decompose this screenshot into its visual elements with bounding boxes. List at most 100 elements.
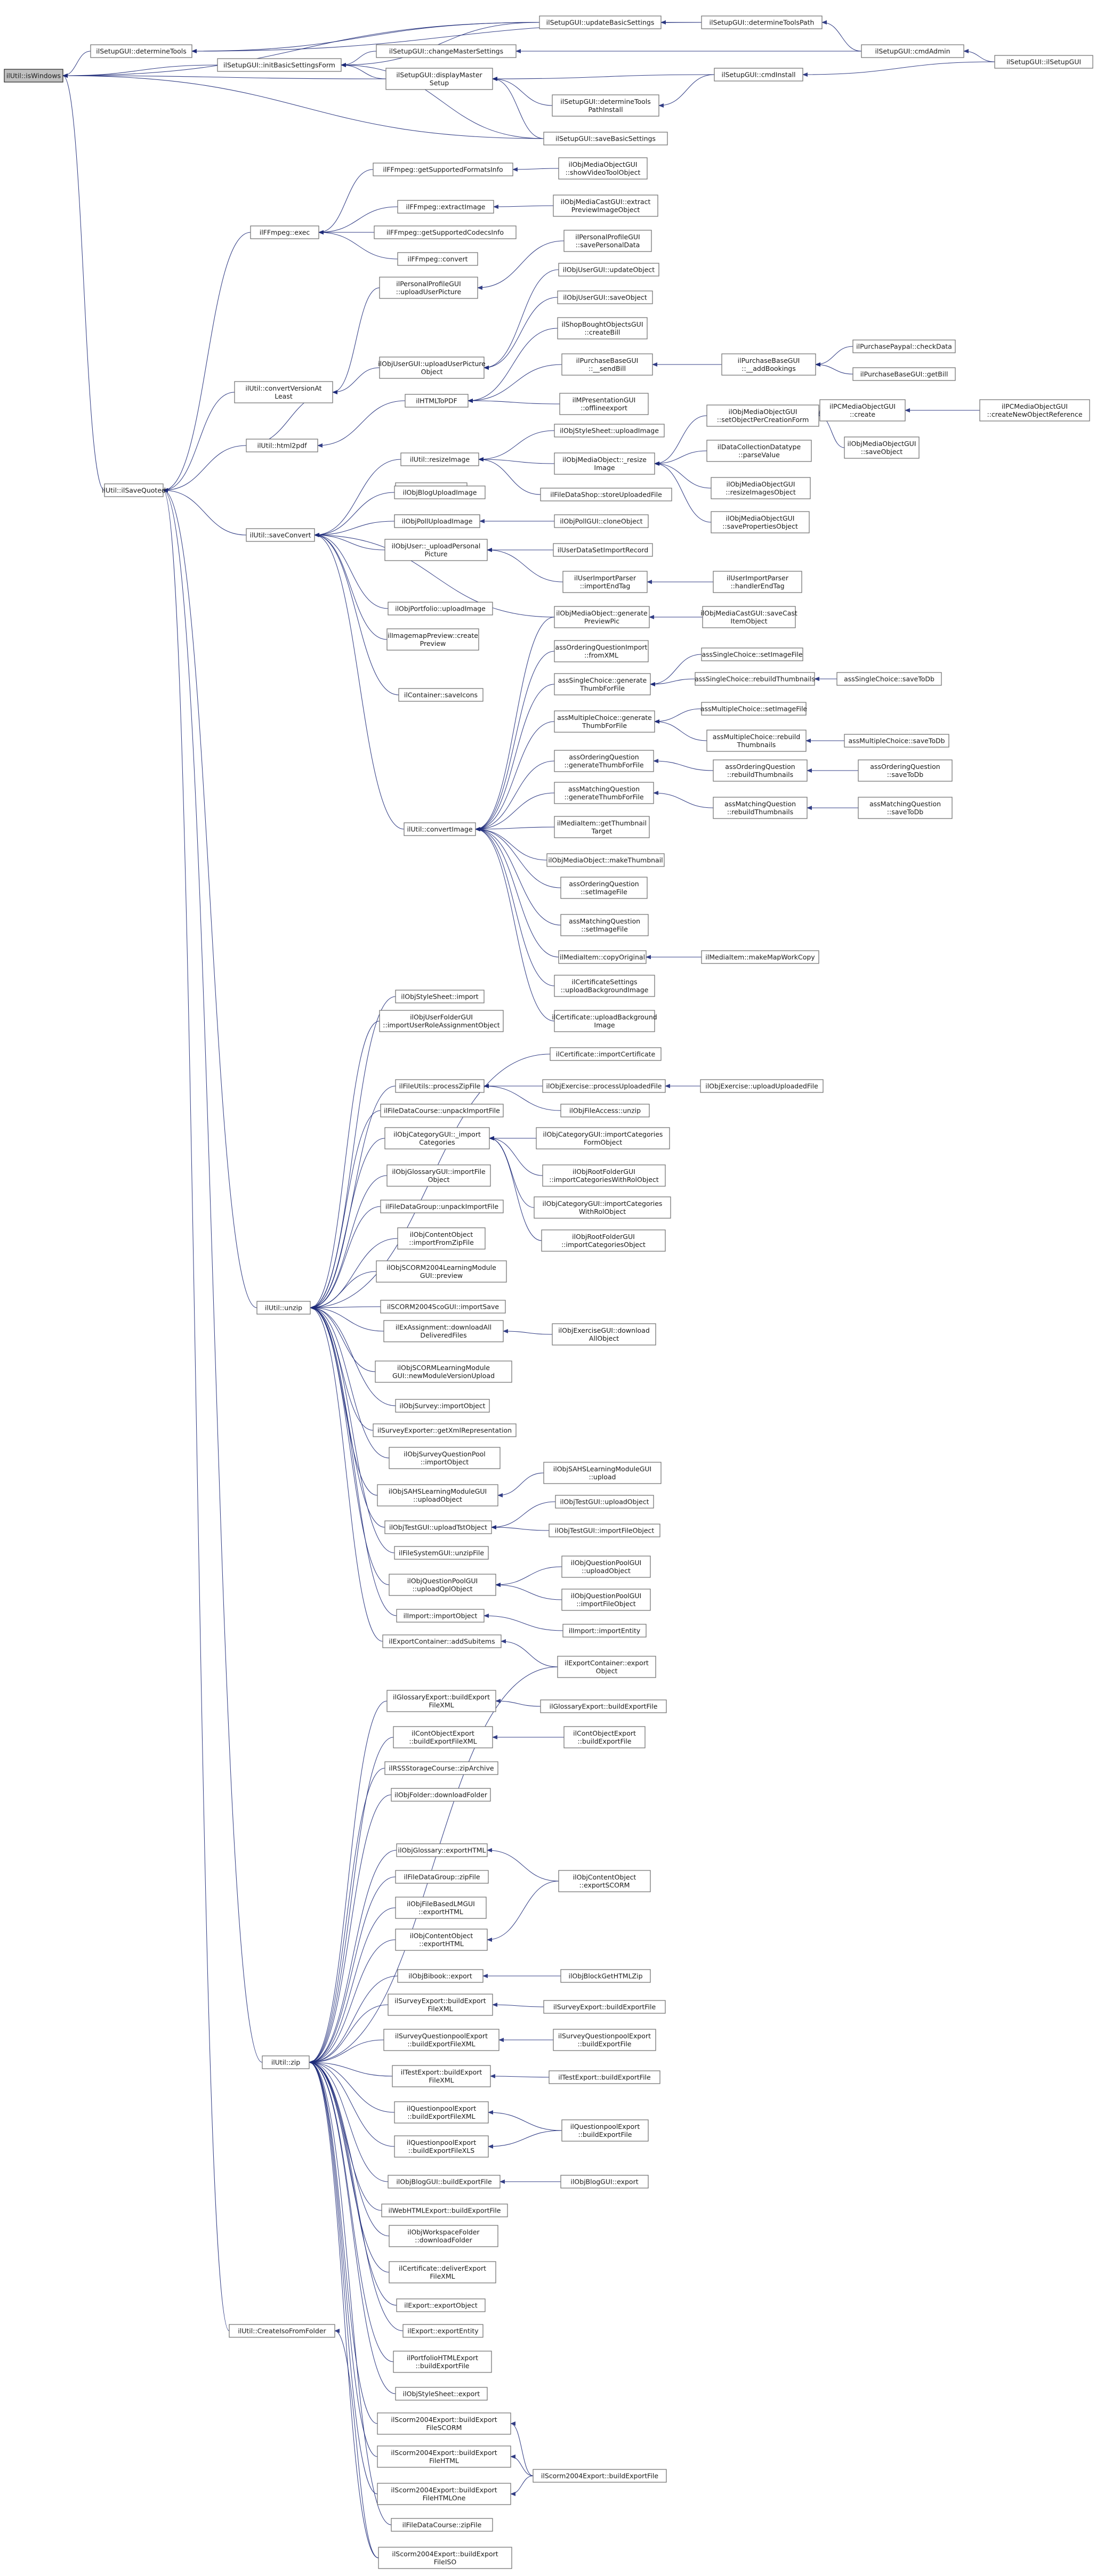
graph-node[interactable]: ilFileDataGroup::unpackImportFile	[380, 1200, 504, 1213]
graph-node[interactable]: ilPortfolioHTMLExport::buildExportFile	[393, 2351, 492, 2373]
graph-node[interactable]: ilUtil::saveConvert	[246, 528, 315, 542]
graph-node[interactable]: ilObjSCORMLearningModuleGUI::newModuleVe…	[375, 1360, 512, 1383]
graph-node[interactable]: ilObjBlockGetHTMLZip	[560, 1969, 651, 1983]
graph-node[interactable]: ilGlossaryExport::buildExportFile	[540, 1699, 667, 1713]
graph-node[interactable]: assMultipleChoice::setImageFile	[700, 702, 808, 716]
graph-node[interactable]: ilObjWorkspaceFolder::downloadFolder	[389, 2225, 498, 2247]
graph-node[interactable]: assOrderingQuestion::saveToDb	[858, 759, 953, 782]
graph-node[interactable]: ilFFmpeg::convert	[397, 252, 478, 266]
graph-node[interactable]: ilSCORM2004ScoGUI::importSave	[380, 1300, 506, 1314]
graph-node[interactable]: ilScorm2004Export::buildExportFileHTMLOn…	[377, 2483, 511, 2505]
graph-node[interactable]: ilFileUtils::processZipFile	[395, 1079, 485, 1093]
graph-node[interactable]: ilSurveyQuestionpoolExport::buildExportF…	[553, 2029, 656, 2051]
graph-node[interactable]: ilObjContentObject::exportSCORM	[558, 1870, 651, 1892]
graph-node[interactable]: ilSetupGUI::cmdInstall	[714, 68, 803, 82]
graph-node[interactable]: ilSetupGUI::cmdAdmin	[861, 44, 964, 58]
graph-node[interactable]: assMatchingQuestion::saveToDb	[858, 797, 953, 819]
graph-node[interactable]: ilTestExport::buildExportFileXML	[392, 2065, 491, 2087]
graph-node[interactable]: ilWebHTMLExport::buildExportFile	[381, 2204, 508, 2217]
graph-node[interactable]: ilObjGlossary::exportHTML	[396, 1843, 488, 1857]
graph-node[interactable]: ilObjRootFolderGUI::importCategoriesObje…	[541, 1229, 666, 1252]
graph-node[interactable]: ilUtil::ilSaveQuoted	[102, 483, 166, 497]
graph-node[interactable]: assSingleChoice::generateThumbForFile	[554, 673, 651, 695]
graph-node[interactable]: ilSetupGUI::saveBasicSettings	[543, 132, 668, 145]
graph-node[interactable]: ilFFmpeg::getSupportedFormatsInfo	[373, 163, 513, 176]
graph-node[interactable]: ilFileDataShop::storeUploadedFile	[540, 488, 672, 501]
graph-node[interactable]: ilObjCategoryGUI::importCategoriesFormOb…	[536, 1127, 670, 1149]
graph-node[interactable]: ilExportContainer::exportObject	[557, 1656, 656, 1678]
graph-node[interactable]: ilObjSAHSLearningModuleGUI::uploadObject	[377, 1484, 498, 1506]
graph-node[interactable]: assOrderingQuestion::rebuildThumbnails	[713, 759, 808, 782]
graph-node[interactable]: ilUtil::html2pdf	[246, 439, 318, 452]
graph-node[interactable]: ilObjContentObject::importFromZipFile	[397, 1227, 486, 1250]
graph-node[interactable]: assMultipleChoice::rebuildThumbnails	[706, 730, 807, 752]
graph-node[interactable]: ilDataCollectionDatatype::parseValue	[706, 440, 812, 462]
graph-node[interactable]: ilFileDataGroup::zipFile	[395, 1870, 489, 1884]
graph-node[interactable]: ilExport::exportEntity	[402, 2324, 483, 2338]
graph-node[interactable]: ilSetupGUI::determineTools	[90, 44, 192, 58]
graph-node[interactable]: ilObjBlogUploadImage	[394, 485, 486, 499]
graph-node[interactable]: ilSetupGUI::changeMasterSettings	[376, 44, 517, 58]
graph-node[interactable]: ilFFmpeg::extractImage	[397, 200, 494, 214]
graph-node[interactable]: ilSetupGUI::determineToolsPath	[701, 15, 823, 29]
graph-node[interactable]: ilSurveyExporter::getXmlRepresentation	[373, 1423, 517, 1437]
graph-node[interactable]: ilHTMLToPDF	[405, 394, 469, 408]
graph-node[interactable]: ilObjFolder::downloadFolder	[391, 1788, 491, 1802]
graph-node[interactable]: ilExport::exportObject	[396, 2298, 486, 2312]
graph-node[interactable]: ilObjQuestionPoolGUI::importFileObject	[561, 1589, 651, 1611]
graph-node[interactable]: ilQuestionpoolExport::buildExportFileXLS	[394, 2135, 489, 2158]
graph-node[interactable]: ilObjRootFolderGUI::importCategoriesWith…	[542, 1164, 666, 1187]
graph-node[interactable]: ilObjTestGUI::uploadObject	[555, 1495, 654, 1509]
graph-node[interactable]: ilSetupGUI::initBasicSettingsForm	[217, 58, 342, 72]
graph-node[interactable]: ilSetupGUI::ilSetupGUI	[994, 55, 1093, 69]
graph-node[interactable]: ilObjFileAccess::unzip	[560, 1104, 650, 1117]
graph-node[interactable]: ilCertificate::importCertificate	[550, 1047, 662, 1061]
graph-node[interactable]: ilObjExercise::processUploadedFile	[542, 1079, 666, 1093]
graph-node[interactable]: ilScorm2004Export::buildExportFile	[533, 2469, 667, 2483]
graph-node[interactable]: assOrderingQuestion::generateThumbForFil…	[554, 750, 654, 772]
graph-node[interactable]: ilUserImportParser::importEndTag	[562, 571, 648, 593]
graph-node[interactable]: assMultipleChoice::generateThumbForFile	[554, 710, 655, 733]
graph-node[interactable]: ilObjBlogGUI::buildExportFile	[388, 2175, 501, 2189]
graph-node[interactable]: ilGlossaryExport::buildExportFileXML	[386, 1690, 496, 1712]
graph-node[interactable]: ilSetupGUI::updateBasicSettings	[539, 15, 662, 29]
graph-node[interactable]: ilObjPollUploadImage	[394, 514, 480, 528]
graph-node[interactable]: ilObjStyleSheet::import	[395, 990, 485, 1003]
graph-node[interactable]: assMatchingQuestion::setImageFile	[560, 914, 649, 936]
graph-node[interactable]: ilUtil::convertImage	[404, 822, 476, 836]
graph-node[interactable]: ilObjMediaObjectGUI::showVideoToolObject	[558, 157, 648, 180]
graph-node[interactable]: ilUserImportParser::handlerEndTag	[713, 571, 802, 593]
graph-node[interactable]: ilObjCategoryGUI::_importCategories	[384, 1127, 490, 1149]
graph-node[interactable]: assSingleChoice::saveToDb	[836, 672, 942, 686]
graph-node[interactable]: ilTestExport::buildExportFile	[549, 2070, 660, 2084]
graph-node[interactable]: ilObjSurvey::importObject	[395, 1399, 490, 1413]
graph-node[interactable]: ilQuestionpoolExport::buildExportFile	[561, 2119, 649, 2142]
graph-node[interactable]: ilExportContainer::addSubitems	[382, 1634, 502, 1648]
graph-node[interactable]: ilFileSystemGUI::unzipFile	[394, 1546, 489, 1560]
graph-node[interactable]: ilPurchaseBaseGUI::__sendBill	[561, 353, 653, 376]
graph-node[interactable]: ilPurchaseBaseGUI::__addBookings	[721, 353, 816, 376]
graph-node[interactable]: ilObjTestGUI::importFileObject	[549, 1524, 660, 1537]
graph-node[interactable]: ilRSSStorageCourse::zipArchive	[384, 1761, 498, 1775]
graph-node[interactable]: ilObjPollGUI::cloneObject	[554, 514, 649, 528]
graph-node[interactable]: ilObjQuestionPoolGUI::uploadQplObject	[389, 1574, 496, 1596]
graph-node[interactable]: ilSurveyExport::buildExportFileXML	[388, 1994, 493, 2016]
graph-node[interactable]: ilObjSurveyQuestionPool::importObject	[389, 1447, 501, 1469]
graph-node[interactable]: ilSurveyQuestionpoolExport::buildExportF…	[383, 2029, 499, 2051]
graph-node[interactable]: ilShopBoughtObjectsGUI::createBill	[557, 317, 648, 339]
graph-node[interactable]: ilObjMediaObjectGUI::saveObject	[844, 436, 920, 459]
graph-node[interactable]: ilFileDataCourse::unpackImportFile	[380, 1104, 504, 1117]
graph-node[interactable]: ilPCMediaObjectGUI::create	[819, 399, 906, 422]
graph-node[interactable]: ilUtil::unzip	[256, 1301, 311, 1315]
graph-node[interactable]: ilFileDataCourse::zipFile	[391, 2518, 493, 2532]
graph-node[interactable]: ilObjUserGUI::saveObject	[557, 290, 653, 304]
